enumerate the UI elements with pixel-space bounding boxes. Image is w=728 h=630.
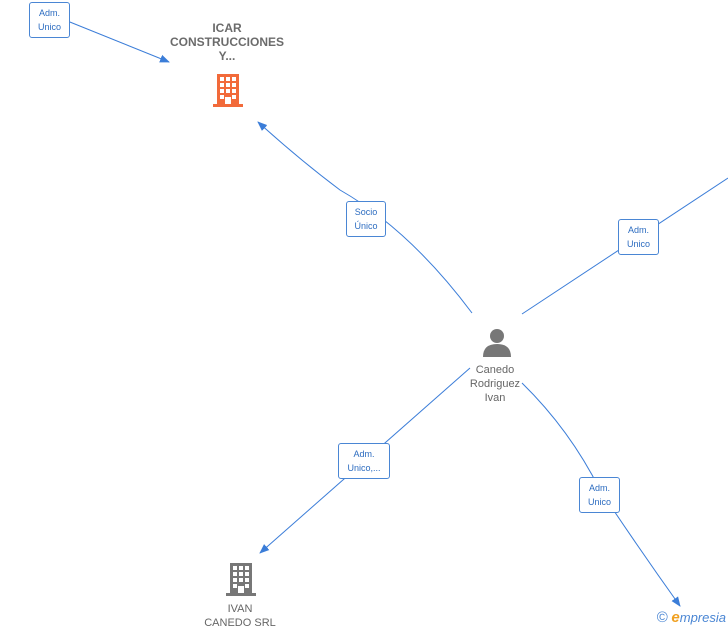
person-icon[interactable]	[482, 327, 512, 357]
node-label-line: CANEDO SRL	[204, 617, 276, 629]
brand-name: mpresia	[679, 610, 726, 625]
edge-label-line: Adm.	[38, 8, 60, 18]
node-label-line: IVAN	[227, 603, 253, 615]
edge-label-line: Único	[354, 221, 378, 231]
node-label-line: Ivan	[484, 392, 506, 404]
edge-label-line: Unico,...	[347, 463, 381, 473]
node-label-line: Y...	[218, 49, 236, 63]
edge-label-line: Unico	[587, 497, 611, 507]
edge-label-line: Adm.	[353, 449, 375, 459]
node-label-line: CONSTRUCCIONES	[169, 35, 284, 49]
edge-label-right-top[interactable]: Adm. Unico	[618, 219, 659, 255]
edge-label-bottom-left[interactable]: Adm. Unico,...	[338, 443, 390, 479]
edge-socio-unico	[257, 121, 473, 314]
node-label-ivan-canedo-srl[interactable]: IVAN CANEDO SRL	[190, 602, 290, 630]
node-label-line: Canedo	[475, 364, 515, 376]
building-icon[interactable]	[225, 562, 257, 596]
empresia-watermark: © empresia	[657, 609, 726, 626]
brand-initial: e	[671, 609, 680, 626]
edge-label-socio[interactable]: Socio Único	[346, 201, 386, 237]
building-icon[interactable]	[212, 73, 244, 107]
edge-label-line: Unico	[626, 239, 650, 249]
node-label-person[interactable]: Canedo Rodriguez Ivan	[450, 363, 540, 405]
edge-label-line: Adm.	[627, 225, 649, 235]
node-label-line: Rodriguez	[469, 378, 521, 390]
edge-label-line: Adm.	[588, 483, 610, 493]
edge-label-top-left[interactable]: Adm. Unico	[29, 2, 70, 38]
edge-label-line: Unico	[37, 22, 61, 32]
copyright-symbol: ©	[656, 609, 668, 626]
edge-label-bottom-right[interactable]: Adm. Unico	[579, 477, 620, 513]
node-label-icar[interactable]: ICAR CONSTRUCCIONES Y...	[160, 21, 294, 63]
node-label-line: ICAR	[212, 21, 242, 35]
edge-label-line: Socio	[354, 207, 378, 217]
